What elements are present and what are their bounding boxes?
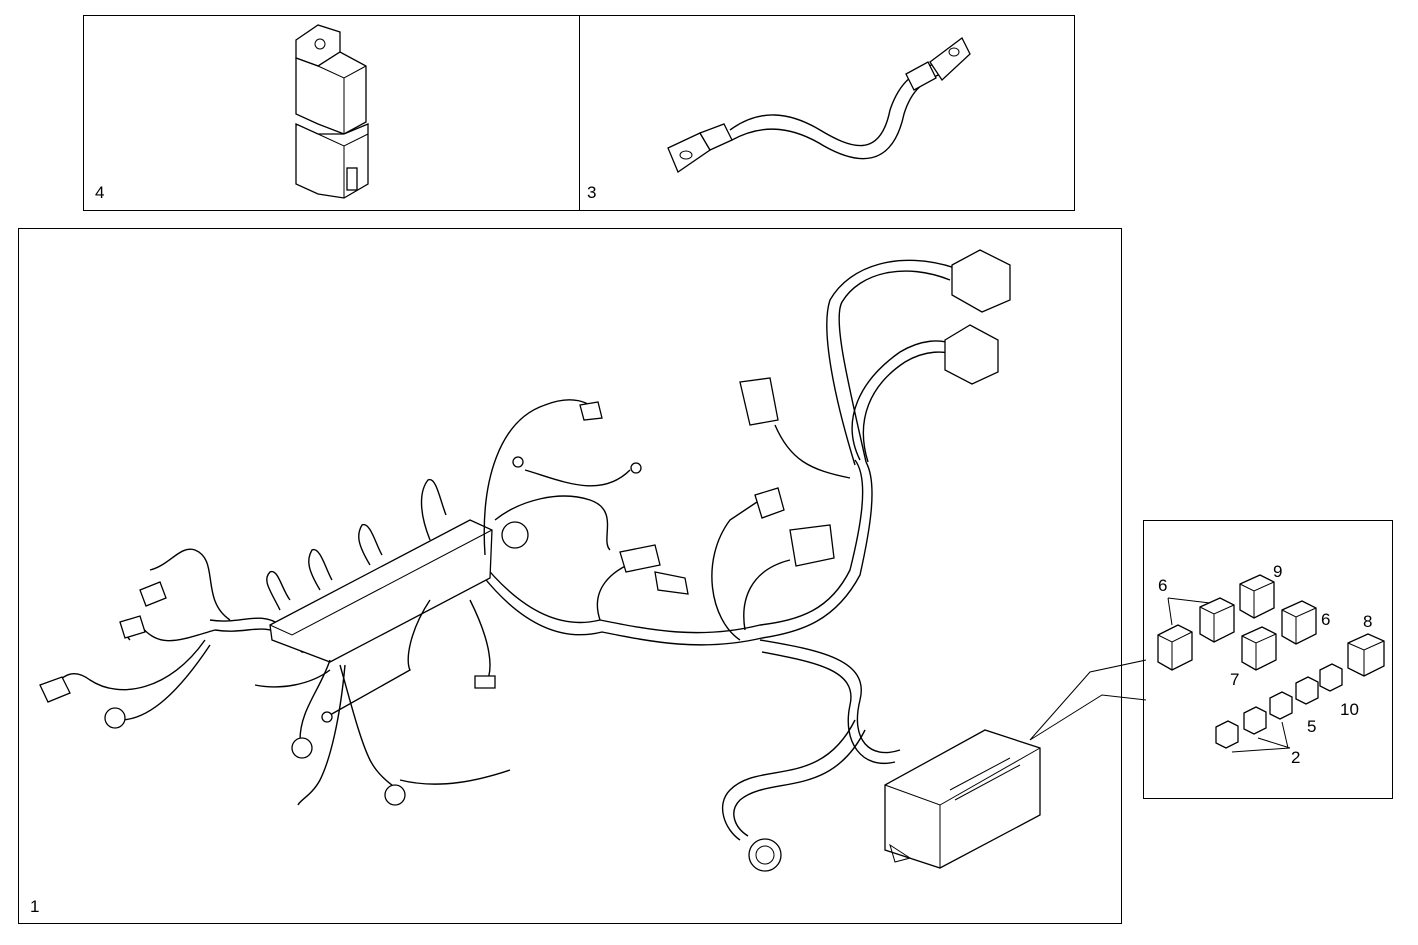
callout-9: 9 (1273, 562, 1283, 581)
battery-cable-part (667, 37, 971, 173)
panel-relay-label: 4 (95, 183, 105, 202)
callout-10: 10 (1340, 700, 1359, 719)
panel-cable-label: 3 (587, 183, 597, 202)
engine-wiring-harness (39, 249, 1041, 872)
callout-2: 2 (1291, 748, 1301, 767)
callout-7: 7 (1230, 670, 1240, 689)
callout-5: 5 (1307, 717, 1317, 736)
panel-main-label: 1 (30, 897, 40, 916)
relay-fuse-parts (1029, 574, 1385, 753)
panel-cable (579, 15, 1075, 211)
callout-6-right: 6 (1321, 610, 1331, 629)
relay-part (295, 24, 369, 199)
callout-8: 8 (1363, 612, 1373, 631)
callout-6-left: 6 (1158, 576, 1168, 595)
